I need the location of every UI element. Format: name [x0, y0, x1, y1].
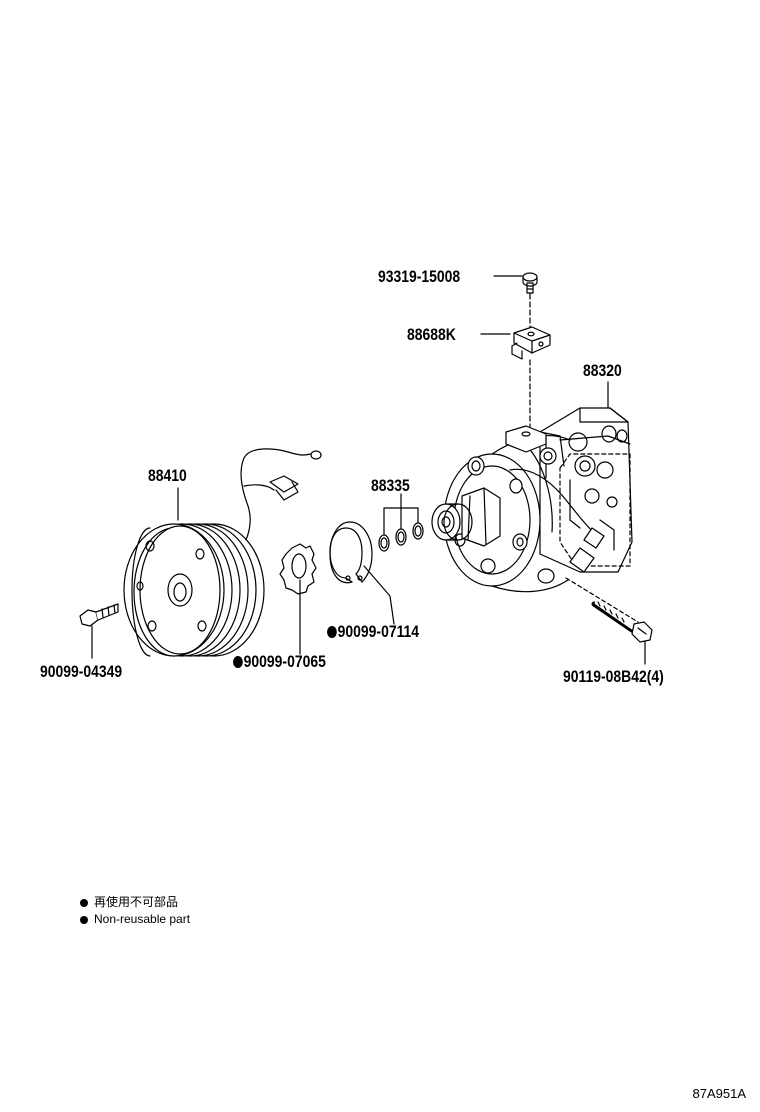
shims-part [378, 522, 424, 552]
part-label-shims: 88335 [371, 476, 410, 495]
part-label-snap-ring: 90099-07114 [327, 623, 419, 640]
compressor-part [431, 407, 639, 623]
non-reusable-mark [233, 656, 243, 668]
clutch-pulley-part [123, 448, 322, 657]
part-label-clutch-bolt: 90099-04349 [40, 662, 123, 681]
top-bolt-part [522, 272, 538, 294]
legend-line-en: Non-reusable part [80, 913, 190, 925]
clutch-bolt-part [79, 603, 119, 627]
legend-line-jp: 再使用不可部品 [80, 896, 178, 908]
snap-ring-leader [363, 565, 395, 625]
washer-part [279, 543, 317, 595]
part-label-bracket: 88688K [407, 325, 456, 344]
bracket-part [511, 326, 551, 360]
mount-bolt-part [591, 601, 653, 643]
part-label-clutch: 88410 [148, 466, 187, 485]
figure-code: 87A951A [692, 1086, 747, 1101]
part-label-washer: 90099-07065 [233, 653, 326, 670]
non-reusable-mark [327, 626, 337, 638]
snap-ring-part [329, 521, 373, 584]
legend-bullet [80, 898, 88, 907]
part-label-mount-bolt: 90119-08B42(4) [563, 667, 664, 686]
part-label-bolt-top: 93319-15008 [378, 267, 461, 286]
legend-bullet [80, 915, 88, 924]
part-label-compressor: 88320 [583, 361, 622, 380]
